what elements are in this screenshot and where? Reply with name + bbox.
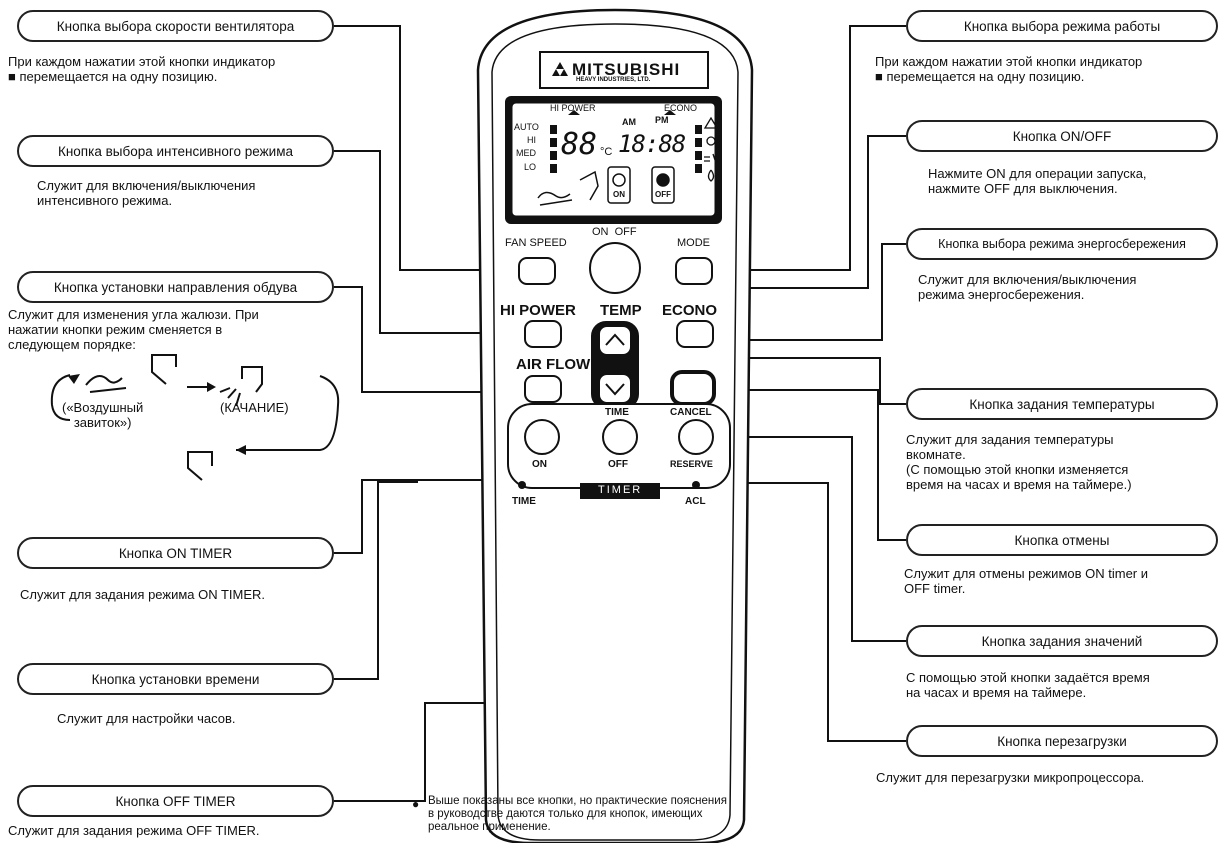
airflow-swing-label: (КАЧАНИЕ) xyxy=(220,400,289,415)
line-reset xyxy=(696,482,906,742)
callout-mode: Кнопка выбора режима работы xyxy=(906,10,1218,42)
callout-fan-speed: Кнопка выбора скорости вентилятора xyxy=(17,10,334,42)
hi-power-label: HI POWER xyxy=(500,302,576,319)
fan-speed-label: FAN SPEED xyxy=(505,237,567,249)
mode-icons xyxy=(703,116,719,182)
temp-label: TEMP xyxy=(600,302,642,319)
brand-name: MITSUBISHI xyxy=(572,60,681,79)
note-bullet: ● xyxy=(412,797,420,811)
display-timer-on: ON xyxy=(613,190,625,199)
callout-set: Кнопка задания значений xyxy=(906,625,1218,657)
desc-air-flow: Служит для изменения угла жалюзи. При на… xyxy=(8,307,259,352)
reserve-label: RESERVE xyxy=(670,459,713,469)
display-am: AM xyxy=(622,117,636,127)
fan-level-med: MED xyxy=(516,148,536,159)
airflow-curl-label: («Воздушный завиток») xyxy=(62,400,144,430)
desc-hi-power: Служит для включения/выключения интенсив… xyxy=(37,178,256,208)
line-econo xyxy=(704,243,906,341)
display-hi-power: HI POWER xyxy=(550,103,596,113)
display-temp-unit: °C xyxy=(600,146,613,158)
desc-set: С помощью этой кнопки задаётся время на … xyxy=(906,670,1150,700)
line-set xyxy=(700,436,906,642)
on-off-label: ON OFF xyxy=(592,226,637,238)
desc-time-set: Служит для настройки часов. xyxy=(57,711,236,726)
on-off-btn-shape xyxy=(589,242,641,294)
line-hi-power xyxy=(334,150,525,334)
fan-level-list: AUTO HI MED LO xyxy=(514,121,539,174)
mode-btn-shape xyxy=(675,257,713,285)
callout-off-timer: Кнопка OFF TIMER xyxy=(17,785,334,817)
time-label: TIME xyxy=(605,407,629,418)
display-clock: 18:88 xyxy=(618,130,686,158)
desc-econo: Служит для включения/выключения режима э… xyxy=(918,272,1137,302)
desc-on-off: Нажмите ON для операции запуска, нажмите… xyxy=(928,166,1147,196)
econo-label: ECONO xyxy=(662,302,718,319)
callout-econo: Кнопка выбора режима энергосбережения xyxy=(906,228,1218,260)
air-flow-label: AIR FLOW xyxy=(516,356,591,373)
callout-temp: Кнопка задания температуры xyxy=(906,388,1218,420)
mode-label: MODE xyxy=(677,237,710,249)
mitsubishi-logo-icon xyxy=(552,62,568,76)
brand-subtitle: HEAVY INDUSTRIES, LTD. xyxy=(576,77,651,83)
fan-level-hi: HI xyxy=(527,135,536,146)
cancel-label: CANCEL xyxy=(670,407,712,418)
fan-level-lo: LO xyxy=(523,161,536,172)
desc-reset: Служит для перезагрузки микропроцессора. xyxy=(876,770,1145,785)
callout-reset: Кнопка перезагрузки xyxy=(906,725,1218,757)
fan-level-auto: AUTO xyxy=(514,122,539,132)
callout-air-flow: Кнопка установки направления обдува xyxy=(17,271,334,303)
callout-cancel: Кнопка отмены xyxy=(906,524,1218,556)
timer-label: TIMER xyxy=(598,484,643,496)
time-reset-label: TIME xyxy=(512,496,536,507)
desc-cancel: Служит для отмены режимов ON timer и OFF… xyxy=(904,566,1148,596)
footnote: Выше показаны все кнопки, но практически… xyxy=(428,795,727,833)
desc-fan-speed: При каждом нажатии этой кнопки индикатор… xyxy=(8,54,276,84)
off-label: OFF xyxy=(608,459,628,470)
line-temp xyxy=(634,357,906,405)
line-air-flow xyxy=(334,286,525,393)
line-cancel xyxy=(700,389,906,541)
display-temperature: 88 xyxy=(561,127,598,162)
line-fan-speed xyxy=(334,25,520,271)
display-timer-off: OFF xyxy=(655,190,671,199)
display-pm: PM xyxy=(655,115,669,125)
acl-label: ACL xyxy=(685,496,706,507)
desc-temp: Служит для задания температуры вкомнате.… xyxy=(906,432,1132,492)
line-mode xyxy=(710,25,906,271)
fan-speed-btn-shape xyxy=(518,257,556,285)
line-time-set xyxy=(334,481,418,680)
callout-on-off: Кнопка ON/OFF xyxy=(906,120,1218,152)
display-econo: ECONO xyxy=(664,103,698,113)
callout-time-set: Кнопка установки времени xyxy=(17,663,334,695)
callout-hi-power: Кнопка выбора интенсивного режима xyxy=(17,135,334,167)
desc-on-timer: Служит для задания режима ON TIMER. xyxy=(20,587,266,602)
desc-off-timer: Служит для задания режима OFF TIMER. xyxy=(8,823,260,838)
desc-mode: При каждом нажатии этой кнопки индикатор… xyxy=(875,54,1143,84)
on-label: ON xyxy=(532,459,547,470)
line-on-timer xyxy=(334,479,522,554)
callout-on-timer: Кнопка ON TIMER xyxy=(17,537,334,569)
